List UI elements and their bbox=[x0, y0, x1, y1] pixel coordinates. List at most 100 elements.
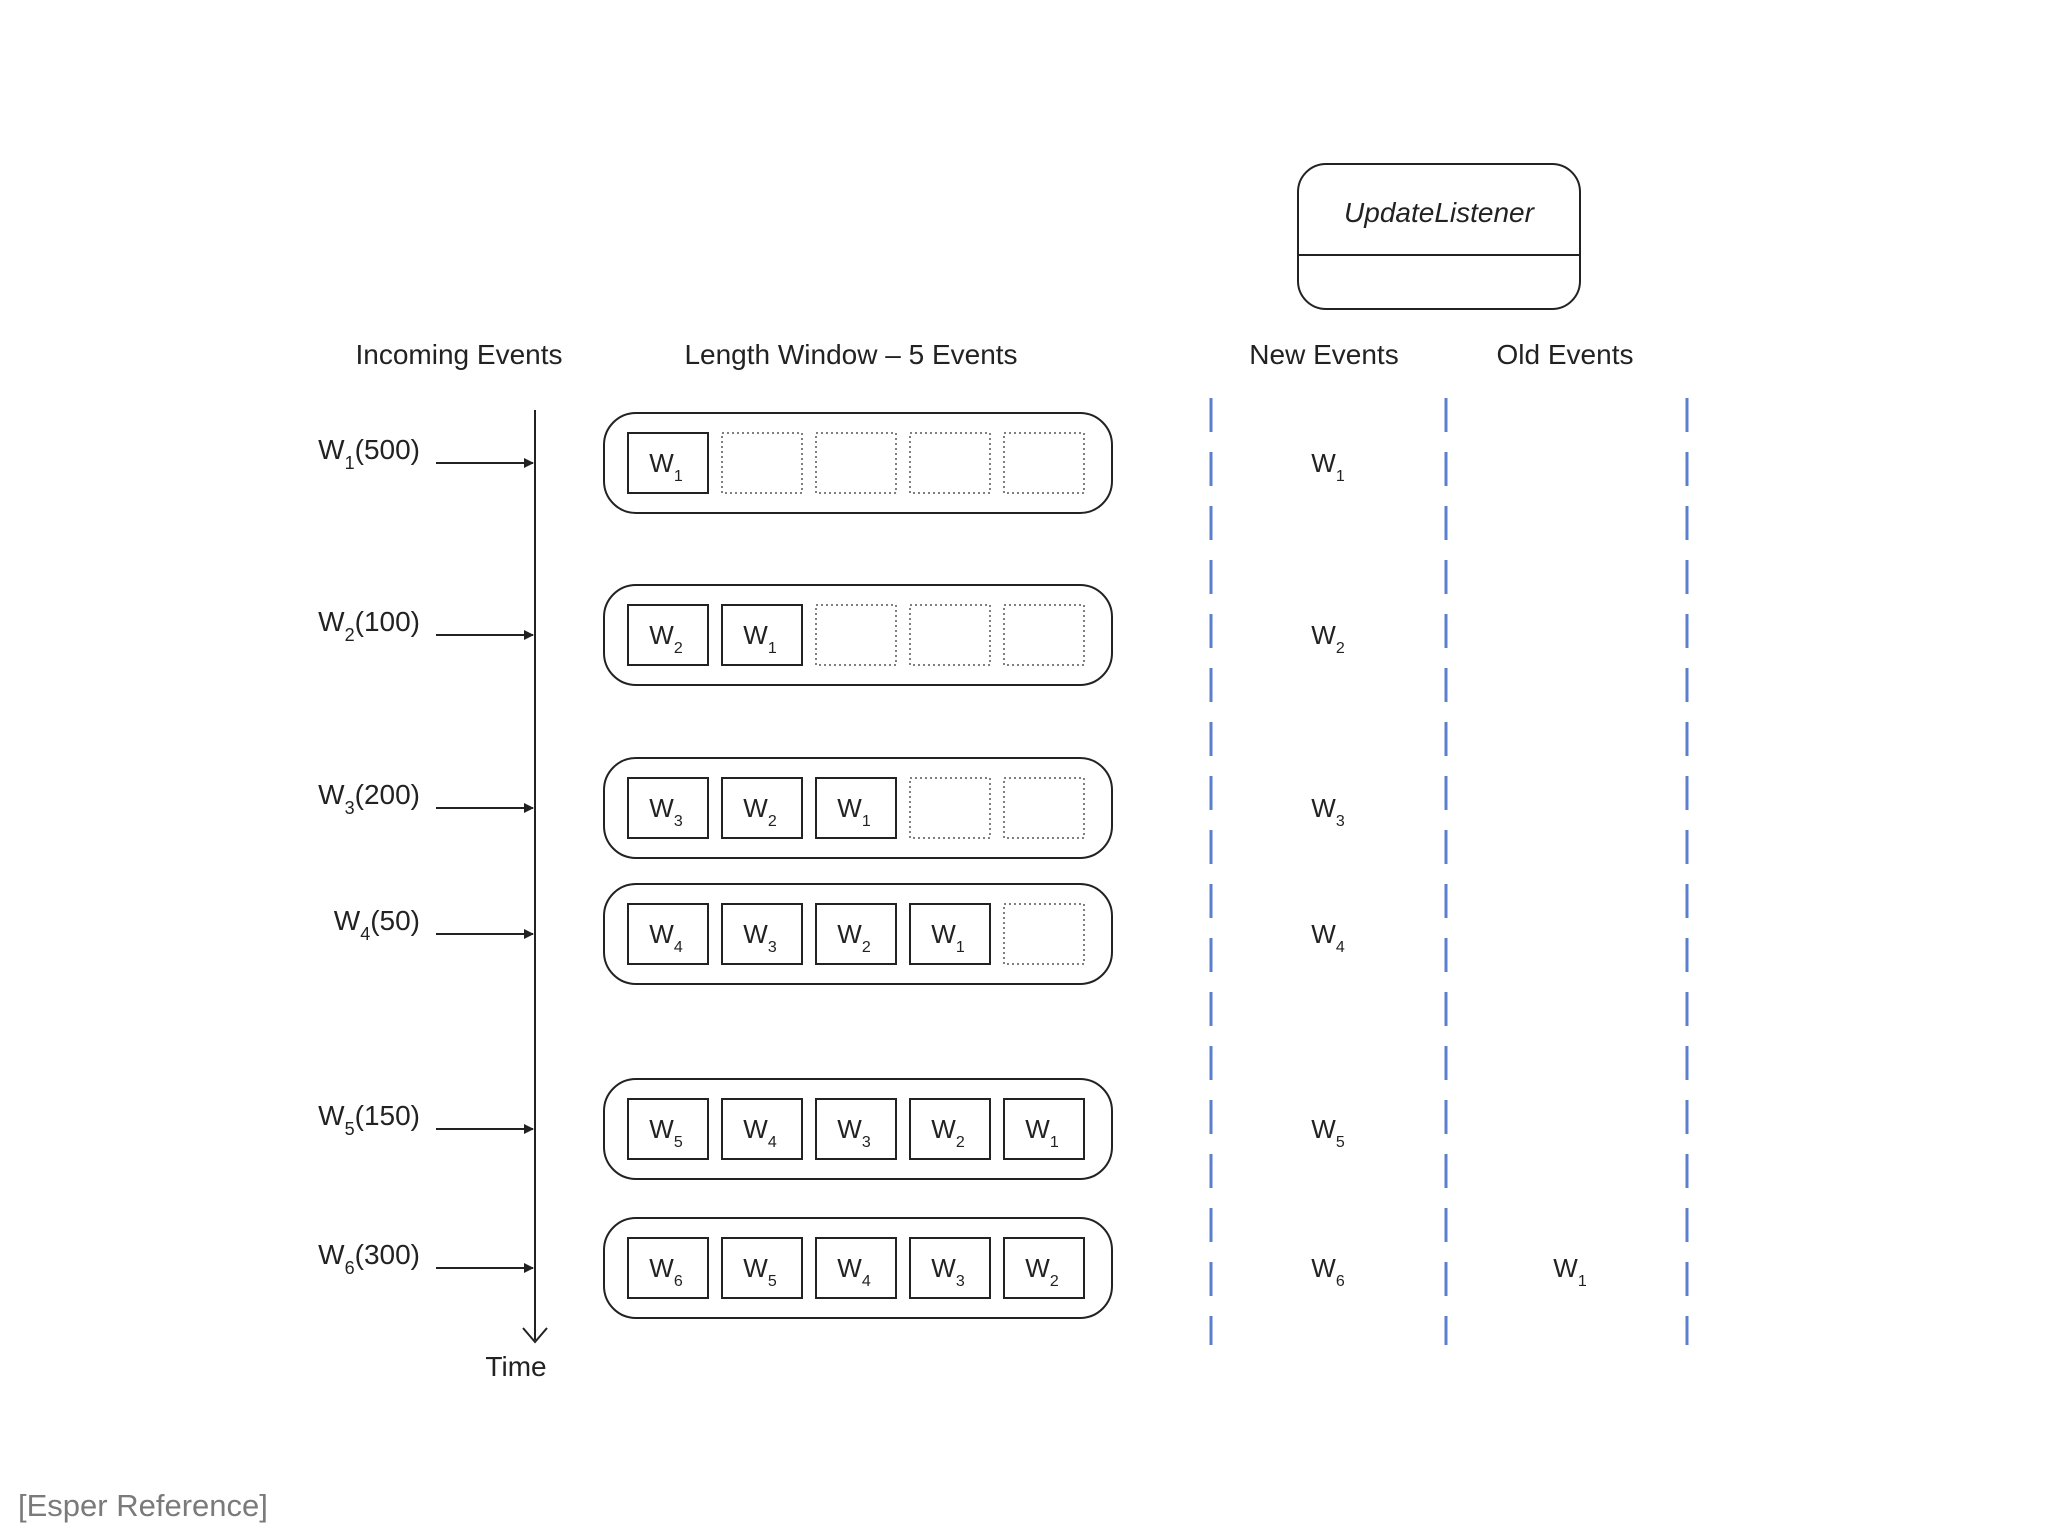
window-slot-empty bbox=[909, 777, 991, 839]
window-event-label-index: 1 bbox=[768, 640, 777, 657]
window-slot-filled bbox=[909, 1237, 991, 1299]
incoming-event-name: W bbox=[318, 606, 345, 637]
new-event-label-index: 6 bbox=[1336, 1273, 1345, 1290]
window-event-label-name: W bbox=[931, 919, 956, 949]
window-event-label-name: W bbox=[649, 620, 674, 650]
window-event-label: W1 bbox=[1025, 1114, 1059, 1151]
window-slot-filled bbox=[1003, 1098, 1085, 1160]
window-slot-empty bbox=[1003, 432, 1085, 494]
new-event-label-name: W bbox=[1311, 919, 1336, 949]
window-event-label: W3 bbox=[743, 919, 777, 956]
window-event-label-name: W bbox=[837, 919, 862, 949]
window-event-label-index: 1 bbox=[862, 813, 871, 830]
incoming-event-name: W bbox=[318, 779, 345, 810]
incoming-event-label: W5(150) bbox=[318, 1100, 420, 1139]
window-event-label: W1 bbox=[743, 620, 777, 657]
new-event-label-index: 1 bbox=[1336, 468, 1345, 485]
header-incoming-events: Incoming Events bbox=[356, 339, 563, 370]
window-slot-empty bbox=[1003, 903, 1085, 965]
window-event-label-name: W bbox=[743, 620, 768, 650]
window-slot-filled bbox=[721, 1098, 803, 1160]
window-slot-filled bbox=[815, 903, 897, 965]
window-event-label-name: W bbox=[649, 448, 674, 478]
window-event-label-index: 1 bbox=[674, 468, 683, 485]
window-event-label-index: 2 bbox=[862, 939, 871, 956]
incoming-event-value: (300) bbox=[355, 1239, 420, 1270]
header-length-window: Length Window – 5 Events bbox=[684, 339, 1017, 370]
new-event-label-index: 4 bbox=[1336, 939, 1345, 956]
time-axis-label: Time bbox=[485, 1351, 546, 1382]
window-event-label-name: W bbox=[931, 1253, 956, 1283]
window-slot-empty bbox=[815, 432, 897, 494]
incoming-event-index: 3 bbox=[345, 798, 355, 818]
old-event-label-index: 1 bbox=[1578, 1273, 1587, 1290]
window-slot-filled bbox=[627, 432, 709, 494]
window-event-label-name: W bbox=[649, 919, 674, 949]
window-event-label-index: 4 bbox=[674, 939, 683, 956]
window-event-label: W1 bbox=[649, 448, 683, 485]
window-event-label-index: 3 bbox=[862, 1134, 871, 1151]
window-event-label: W1 bbox=[931, 919, 965, 956]
new-event-label-name: W bbox=[1311, 620, 1336, 650]
window-slot-filled bbox=[721, 604, 803, 666]
incoming-event-name: W bbox=[334, 905, 361, 936]
window-event-label: W1 bbox=[837, 793, 871, 830]
window-event-label: W4 bbox=[837, 1253, 871, 1290]
window-slot-filled bbox=[721, 903, 803, 965]
window-slot-filled bbox=[627, 1098, 709, 1160]
window-event-label-index: 3 bbox=[768, 939, 777, 956]
window-event-label-index: 2 bbox=[768, 813, 777, 830]
header-new-events: New Events bbox=[1249, 339, 1398, 370]
incoming-event-label: W3(200) bbox=[318, 779, 420, 818]
window-event-label: W5 bbox=[649, 1114, 683, 1151]
source-caption: [Esper Reference] bbox=[18, 1488, 268, 1523]
incoming-event-index: 1 bbox=[345, 453, 355, 473]
window-event-label-index: 2 bbox=[956, 1134, 965, 1151]
new-event-label-name: W bbox=[1311, 793, 1336, 823]
new-event-label-name: W bbox=[1311, 448, 1336, 478]
new-event-label: W3 bbox=[1311, 793, 1345, 830]
window-event-label-name: W bbox=[837, 1253, 862, 1283]
window-slot-filled bbox=[1003, 1237, 1085, 1299]
window-event-label: W2 bbox=[837, 919, 871, 956]
window-event-label-name: W bbox=[649, 793, 674, 823]
window-slot-filled bbox=[815, 1098, 897, 1160]
window-event-label-name: W bbox=[743, 919, 768, 949]
window-event-label-name: W bbox=[931, 1114, 956, 1144]
window-event-label-index: 3 bbox=[956, 1273, 965, 1290]
window-event-label-index: 2 bbox=[1050, 1273, 1059, 1290]
window-event-label: W2 bbox=[649, 620, 683, 657]
window-event-label: W3 bbox=[837, 1114, 871, 1151]
window-slot-filled bbox=[627, 604, 709, 666]
update-listener-box: UpdateListener bbox=[1297, 163, 1581, 310]
new-event-label-name: W bbox=[1311, 1114, 1336, 1144]
window-event-label-name: W bbox=[837, 1114, 862, 1144]
window-event-label: W2 bbox=[1025, 1253, 1059, 1290]
window-event-label-index: 6 bbox=[674, 1273, 683, 1290]
incoming-event-label: W2(100) bbox=[318, 606, 420, 645]
window-event-label-name: W bbox=[649, 1253, 674, 1283]
new-event-label: W1 bbox=[1311, 448, 1345, 485]
window-event-label: W2 bbox=[931, 1114, 965, 1151]
new-event-label: W5 bbox=[1311, 1114, 1345, 1151]
incoming-event-index: 4 bbox=[360, 924, 370, 944]
incoming-event-index: 6 bbox=[345, 1258, 355, 1278]
window-event-label: W5 bbox=[743, 1253, 777, 1290]
window-event-label-name: W bbox=[743, 1253, 768, 1283]
new-event-label: W6 bbox=[1311, 1253, 1345, 1290]
incoming-event-value: (100) bbox=[355, 606, 420, 637]
window-event-label-index: 4 bbox=[862, 1273, 871, 1290]
incoming-event-index: 2 bbox=[345, 625, 355, 645]
window-slot-filled bbox=[909, 903, 991, 965]
window-slot-filled bbox=[721, 777, 803, 839]
window-slot-empty bbox=[1003, 777, 1085, 839]
new-event-label: W4 bbox=[1311, 919, 1345, 956]
window-event-label-name: W bbox=[743, 1114, 768, 1144]
window-slot-filled bbox=[627, 777, 709, 839]
window-event-label: W4 bbox=[649, 919, 683, 956]
window-event-label-index: 5 bbox=[768, 1273, 777, 1290]
